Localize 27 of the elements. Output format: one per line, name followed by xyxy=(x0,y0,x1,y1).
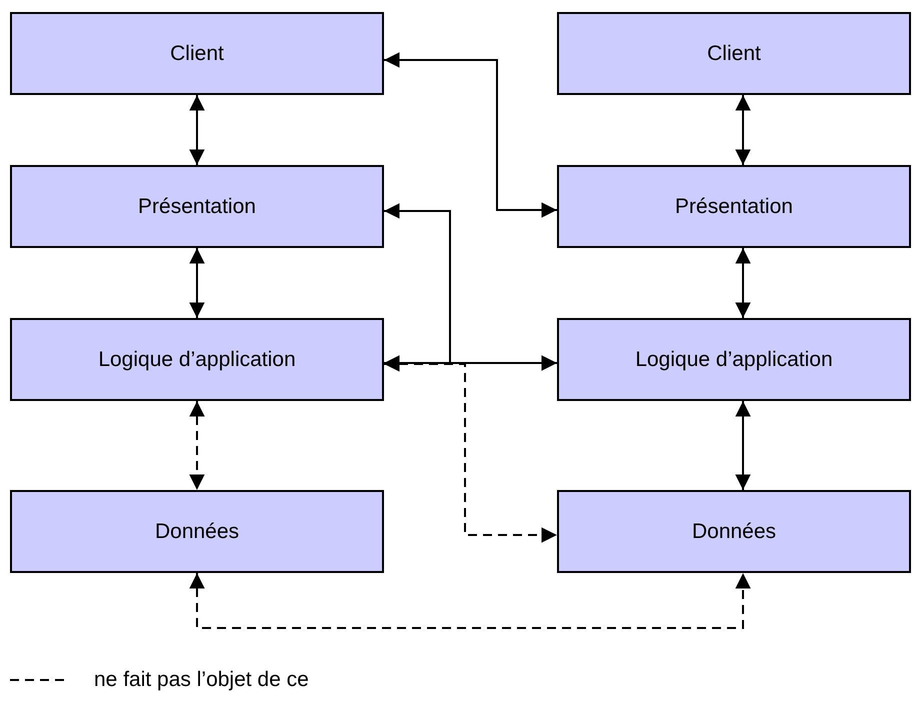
layer-box xyxy=(557,12,911,95)
layer-label: Présentation xyxy=(138,194,256,218)
layer-box xyxy=(10,318,384,401)
layer-box xyxy=(557,165,911,248)
dashed-arrow xyxy=(189,401,205,490)
layer-label: Logique d’application xyxy=(98,348,296,372)
layer-box xyxy=(10,12,384,95)
legend-text: ne fait pas l’objet de ce xyxy=(94,668,309,692)
layer-box xyxy=(10,490,384,573)
layer-box xyxy=(557,318,911,401)
layer-box xyxy=(557,490,911,573)
arrow xyxy=(735,401,751,490)
arrow xyxy=(735,95,751,165)
layer-label: Client xyxy=(170,42,224,66)
dashed-arrow xyxy=(189,573,751,629)
layer-label: Présentation xyxy=(675,194,793,218)
dashed-arrow xyxy=(384,356,557,543)
arrow xyxy=(384,355,557,371)
layer-box xyxy=(10,165,384,248)
arrow xyxy=(384,52,557,218)
layer-label: Données xyxy=(154,520,240,544)
layer-label: Logique d’application xyxy=(635,348,833,372)
layer-label: Données xyxy=(692,520,776,544)
arrow xyxy=(189,95,205,165)
arrow xyxy=(189,248,205,318)
arrow xyxy=(735,248,751,318)
layer-label: Client xyxy=(707,42,761,66)
